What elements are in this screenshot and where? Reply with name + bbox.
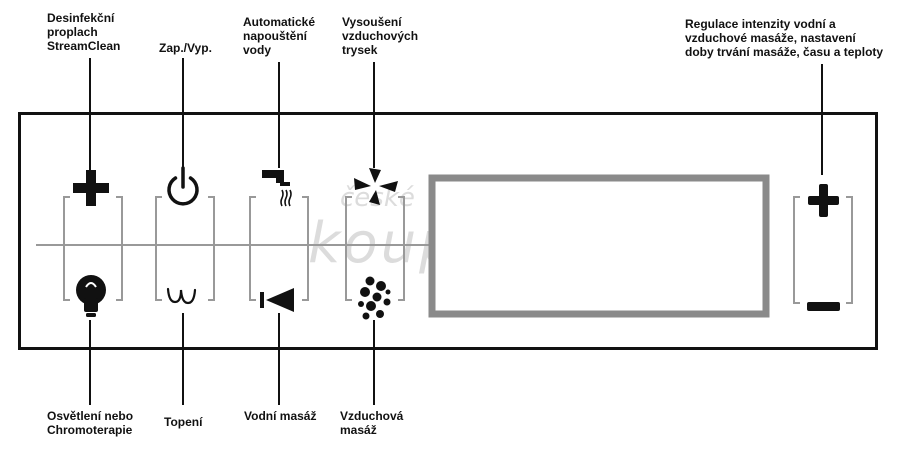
label-light: Osvětlení nebo Chromoterapie — [47, 409, 134, 437]
label-power: Zap./Vyp. — [159, 41, 212, 55]
leader-lines — [89, 58, 823, 405]
bulb-icon[interactable] — [76, 275, 106, 317]
label-air-massage: Vzduchová masáž — [340, 409, 404, 437]
label-disinfection: Desinfekční proplach StreamClean — [47, 11, 121, 53]
display-screen — [428, 174, 770, 318]
button-brackets — [63, 196, 853, 304]
label-air-dry: Vysoušení vzduchových trysek — [342, 15, 419, 57]
label-regulation: Regulace intenzity vodní a vzduchové mas… — [685, 17, 884, 59]
power-icon[interactable] — [167, 166, 199, 206]
water-jet-icon[interactable] — [260, 288, 294, 312]
increase-icon[interactable] — [808, 184, 839, 217]
plus-icon[interactable] — [73, 170, 109, 206]
air-bubbles-icon[interactable] — [358, 276, 391, 320]
faucet-icon[interactable] — [262, 170, 292, 207]
label-water-massage: Vodní masáž — [244, 409, 317, 423]
label-auto-fill: Automatické napouštění vody — [243, 15, 316, 57]
fan-icon[interactable] — [354, 168, 398, 205]
control-panel — [18, 112, 878, 350]
heating-coil-icon[interactable] — [166, 287, 197, 305]
label-heating: Topení — [164, 415, 203, 429]
decrease-icon[interactable] — [807, 302, 840, 311]
